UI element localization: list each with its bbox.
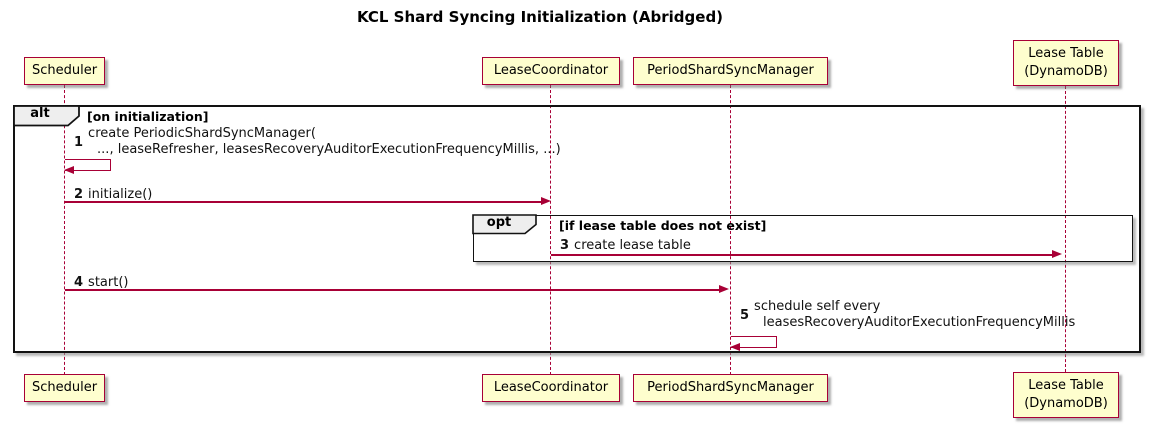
message-5-self-arrow bbox=[731, 336, 777, 348]
message-text-line2: ..., leaseRefresher, leasesRecoveryAudit… bbox=[97, 142, 561, 158]
participant-bottom-period-shard-sync-manager: PeriodShardSyncManager bbox=[633, 374, 828, 402]
message-number: 3 bbox=[560, 238, 570, 253]
message-2-arrow-head bbox=[541, 197, 551, 205]
message-text: create lease table bbox=[574, 238, 691, 253]
message-4-label: 4 start() bbox=[74, 275, 128, 290]
participant-label-line2: (DynamoDB) bbox=[1024, 64, 1108, 79]
message-3-label: 3 create lease table bbox=[560, 238, 691, 253]
message-5-arrow-head bbox=[730, 343, 740, 351]
lifeline-lease-coordinator bbox=[550, 85, 551, 375]
participant-label: Scheduler bbox=[31, 380, 98, 396]
diagram-title: KCL Shard Syncing Initialization (Abridg… bbox=[356, 8, 724, 26]
message-3-line bbox=[551, 254, 1053, 256]
message-2-line bbox=[65, 201, 542, 203]
message-4-arrow-head bbox=[719, 285, 729, 293]
participant-bottom-lease-table: Lease Table (DynamoDB) bbox=[1013, 372, 1119, 418]
participant-top-lease-coordinator: LeaseCoordinator bbox=[482, 57, 620, 85]
participant-bottom-scheduler: Scheduler bbox=[24, 374, 105, 402]
alt-guard-label: [on initialization] bbox=[87, 109, 209, 124]
participant-label: Scheduler bbox=[31, 63, 98, 79]
participant-label: Lease Table bbox=[1028, 46, 1104, 62]
participant-top-period-shard-sync-manager: PeriodShardSyncManager bbox=[633, 57, 828, 85]
message-2-label: 2 initialize() bbox=[74, 187, 152, 202]
message-text-line1: schedule self every bbox=[754, 299, 881, 314]
participant-label: PeriodShardSyncManager bbox=[647, 380, 814, 396]
message-4-line bbox=[65, 289, 720, 291]
opt-operator-label: opt bbox=[486, 215, 512, 230]
participant-bottom-lease-coordinator: LeaseCoordinator bbox=[482, 374, 620, 402]
opt-frame: opt [if lease table does not exist] bbox=[472, 214, 1133, 262]
alt-operator-label: alt bbox=[30, 106, 50, 121]
participant-label: PeriodShardSyncManager bbox=[647, 63, 814, 79]
message-number: 2 bbox=[74, 187, 84, 202]
message-number: 4 bbox=[74, 275, 84, 290]
message-text-line2: leasesRecoveryAuditorExecutionFrequencyM… bbox=[763, 315, 1076, 331]
message-number: 1 bbox=[74, 134, 84, 150]
opt-frame-pentagon bbox=[472, 214, 537, 235]
participant-top-lease-table: Lease Table (DynamoDB) bbox=[1013, 40, 1119, 86]
message-number: 5 bbox=[740, 307, 750, 323]
message-1-arrow-head bbox=[64, 166, 74, 174]
participant-label: LeaseCoordinator bbox=[493, 380, 609, 396]
participant-label-line2: (DynamoDB) bbox=[1024, 396, 1108, 411]
message-1-label: 1 create PeriodicShardSyncManager( ..., … bbox=[74, 126, 561, 159]
message-text: start() bbox=[88, 275, 129, 290]
message-text-line1: create PeriodicShardSyncManager( bbox=[88, 126, 316, 141]
alt-frame: alt [on initialization] bbox=[13, 105, 1141, 353]
participant-label: LeaseCoordinator bbox=[493, 63, 609, 79]
participant-top-scheduler: Scheduler bbox=[24, 57, 105, 85]
lifeline-lease-table bbox=[1065, 86, 1066, 372]
message-3-arrow-head bbox=[1052, 250, 1062, 258]
participant-label: Lease Table bbox=[1028, 378, 1104, 394]
lifeline-scheduler bbox=[64, 85, 65, 375]
opt-guard-label: [if lease table does not exist] bbox=[559, 218, 767, 233]
message-5-label: 5 schedule self every leasesRecoveryAudi… bbox=[740, 299, 1075, 332]
message-1-self-arrow bbox=[65, 159, 111, 171]
message-text: initialize() bbox=[88, 187, 153, 202]
alt-frame-pentagon bbox=[13, 105, 80, 127]
lifeline-period-shard-sync-manager bbox=[730, 85, 731, 375]
